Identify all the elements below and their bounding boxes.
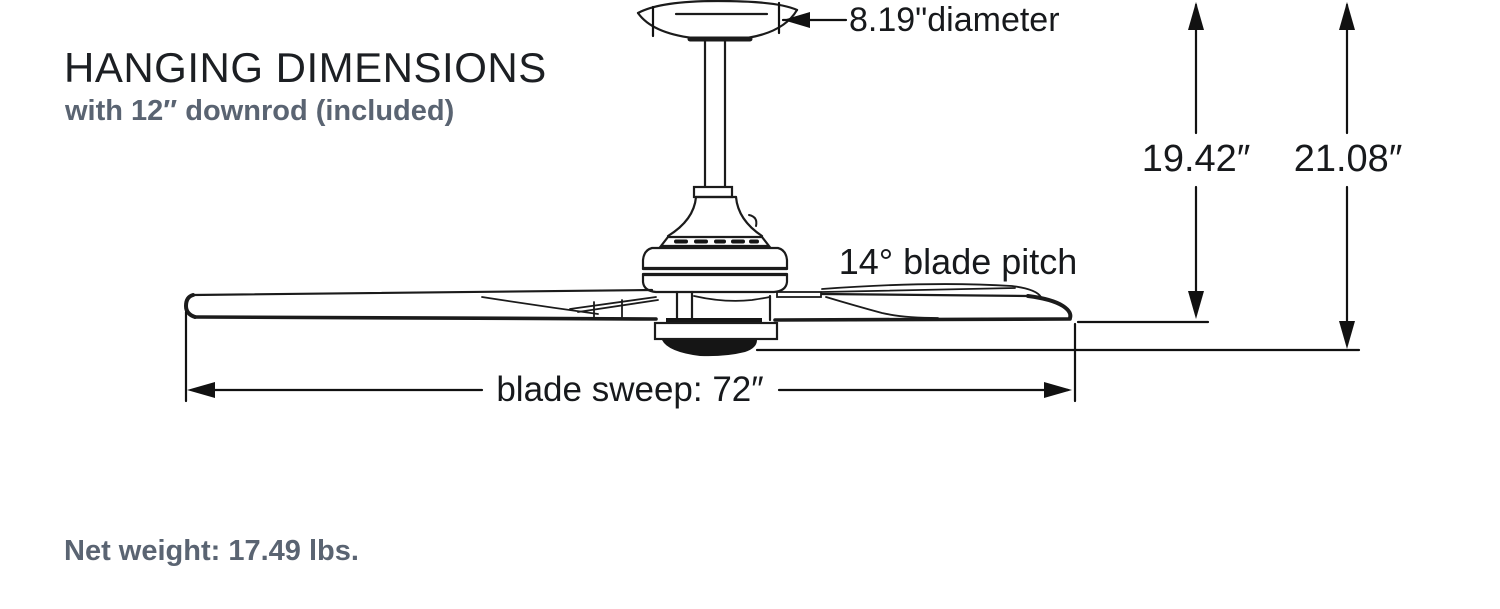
vent-slots: [674, 239, 759, 244]
blade-sweep-label: blade sweep: 72″: [496, 370, 764, 409]
blade-pitch-label: 14° blade pitch: [838, 241, 1078, 282]
arrowhead-up-icon: [1339, 2, 1355, 30]
hub-drawing: [675, 290, 772, 322]
overall-height-dimension: [755, 2, 1361, 352]
arrowhead-up-icon: [1188, 2, 1204, 30]
right-blade-drawing: [773, 283, 1073, 322]
canopy-diameter-label: 8.19"diameter: [849, 1, 1060, 39]
canopy-drawing: [636, 0, 799, 42]
left-blade-drawing: [183, 288, 659, 321]
arrowhead-down-icon: [1339, 321, 1355, 349]
downrod-coupling-drawing: [692, 185, 734, 199]
motor-housing-drawing: [641, 246, 789, 294]
arrowhead-right-icon: [1044, 382, 1072, 398]
page-title: HANGING DIMENSIONS: [64, 44, 547, 91]
overall-height-label: 21.08″: [1293, 138, 1403, 180]
mounting-cone-drawing: [658, 195, 772, 248]
page-subtitle: with 12″ downrod (included): [65, 95, 455, 127]
light-kit-drawing: [653, 318, 779, 357]
blade-sweep-dimension: [184, 310, 1077, 403]
height-to-blades-dimension: [1076, 2, 1210, 324]
net-weight-label: Net weight: 17.49 lbs.: [64, 535, 359, 567]
arrowhead-down-icon: [1188, 291, 1204, 319]
light-lens: [662, 340, 757, 357]
diameter-dimension: [651, 1, 848, 38]
arrowhead-left-icon: [783, 12, 810, 28]
height-to-blades-label: 19.42″: [1141, 138, 1251, 180]
arrowhead-left-icon: [187, 382, 215, 398]
downrod-drawing: [703, 39, 727, 188]
